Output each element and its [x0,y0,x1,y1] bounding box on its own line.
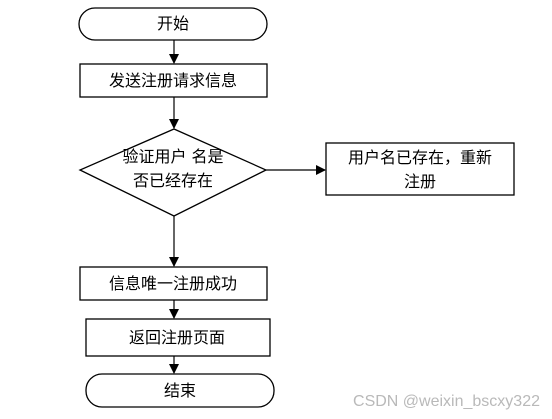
return-page-node-label: 返回注册页面 [129,328,225,347]
exists-reregister-node-line2: 注册 [404,172,436,191]
exists-reregister-node-line1: 用户名已存在，重新 [348,148,492,167]
watermark: CSDN @weixin_bscxy322 [353,393,540,410]
check-username-decision-line1: 验证用户 名是 [122,147,223,166]
check-username-decision [78,128,268,217]
register-success-node-label: 信息唯一注册成功 [109,274,237,293]
send-request-node-label: 发送注册请求信息 [109,71,237,90]
end-node [85,373,275,408]
register-success-node [79,266,268,301]
end-node-label: 结束 [164,381,196,400]
check-username-decision-line2: 否已经存在 [133,171,213,190]
send-request-node [79,63,268,98]
start-node-label: 开始 [157,14,189,33]
start-node [78,7,268,41]
exists-reregister-node [325,142,515,196]
return-page-node [85,318,271,357]
